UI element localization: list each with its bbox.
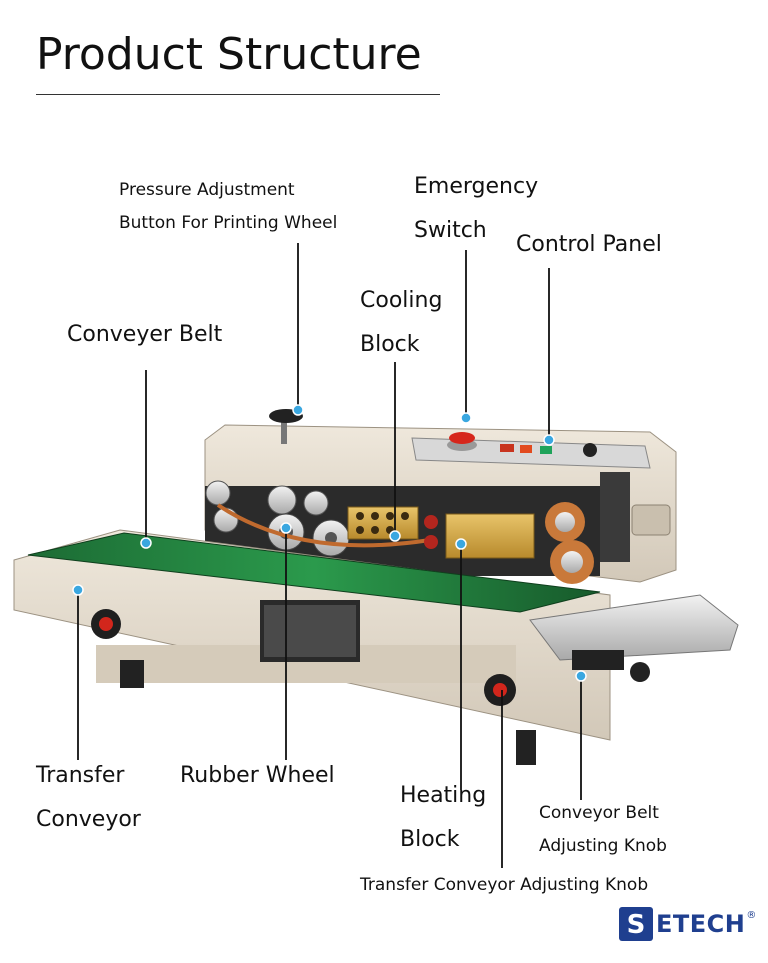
setech-logo: S ETECH ® bbox=[618, 904, 756, 944]
callout-lines bbox=[77, 243, 582, 868]
emergency-switch bbox=[447, 432, 477, 451]
cooling-dot bbox=[389, 530, 401, 542]
registered-mark: ® bbox=[746, 910, 757, 921]
output-table bbox=[529, 594, 739, 682]
logo-mark-icon: S bbox=[619, 907, 653, 941]
conveyor-belt-knob-label: Conveyor Belt Adjusting Knob bbox=[539, 803, 667, 856]
transfer-knob-left bbox=[91, 609, 121, 639]
control-panel-dot bbox=[543, 434, 555, 446]
transfer-knob-right bbox=[484, 674, 516, 706]
callout-dots bbox=[72, 404, 587, 682]
cooling-block-label: Cooling Block bbox=[360, 288, 443, 357]
transfer-conveyor-knob-label: Transfer Conveyor Adjusting Knob bbox=[360, 875, 649, 895]
conveyer-belt-label: Conveyer Belt bbox=[67, 322, 223, 347]
svg-text:S: S bbox=[627, 910, 646, 940]
transfer-conveyor-label: Transfer Conveyor bbox=[36, 763, 141, 832]
logo-text: ETECH bbox=[656, 910, 746, 938]
belt-knob-dot bbox=[575, 670, 587, 682]
heating-dot bbox=[455, 538, 467, 550]
title-underline bbox=[36, 94, 440, 95]
emergency-dot bbox=[460, 412, 472, 424]
rubber-wheel-dot bbox=[280, 522, 292, 534]
rubber-wheel-label: Rubber Wheel bbox=[180, 763, 335, 788]
page-title: Product Structure bbox=[36, 29, 422, 80]
pressure-dot bbox=[292, 404, 304, 416]
transfer-conveyor-dot bbox=[72, 584, 84, 596]
pressure-adjustment-label: Pressure Adjustment Button For Printing … bbox=[119, 180, 338, 233]
emergency-switch-label: Emergency Switch bbox=[414, 174, 539, 243]
heating-block-label: Heating Block bbox=[400, 783, 487, 852]
conveyer-belt-dot bbox=[140, 537, 152, 549]
control-panel-label: Control Panel bbox=[516, 232, 662, 257]
